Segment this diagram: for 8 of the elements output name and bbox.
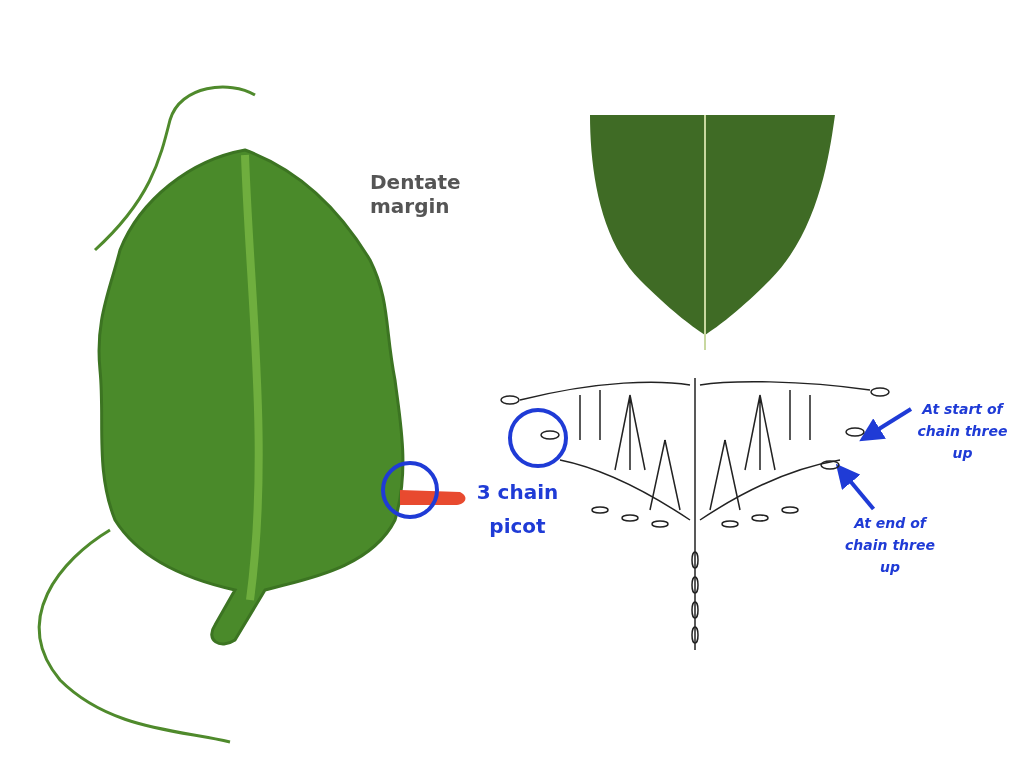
arrow — [859, 407, 913, 442]
picot-symbol — [845, 427, 865, 437]
callout-text: At start of chain three up — [915, 398, 1010, 464]
callout-text: At end of chain three up — [835, 512, 945, 578]
picot-symbol — [820, 460, 840, 470]
arrow — [835, 463, 876, 511]
callout-text: 3 chain picot — [475, 479, 560, 540]
heading: Dentate margin — [370, 170, 462, 218]
